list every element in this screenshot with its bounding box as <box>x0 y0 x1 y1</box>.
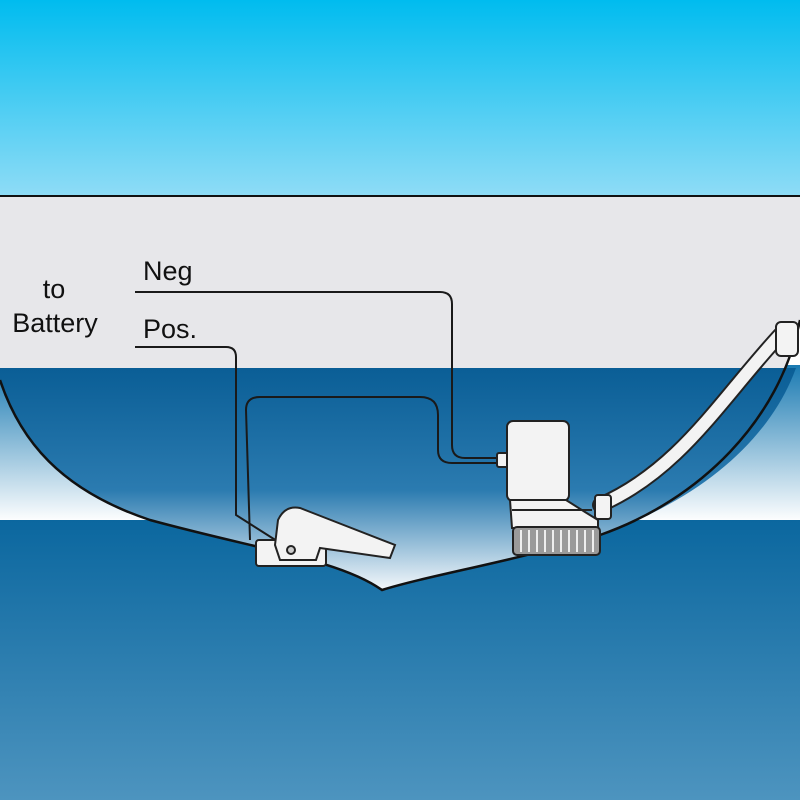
neg-label: Neg <box>143 256 193 286</box>
neg-wire <box>135 291 500 459</box>
float-switch <box>255 506 397 567</box>
to-battery-label-line2: Battery <box>12 308 98 338</box>
switch-to-pump-wire <box>244 396 500 541</box>
to-battery-label-line1: to <box>43 274 66 304</box>
bilge-pump <box>496 420 612 556</box>
sky <box>0 0 800 197</box>
thru-hull-fitting <box>775 321 799 357</box>
hull-outline <box>0 319 800 592</box>
pos-label: Pos. <box>143 314 197 344</box>
pos-wire <box>135 346 289 549</box>
pump-strainer-ribs <box>520 530 594 552</box>
